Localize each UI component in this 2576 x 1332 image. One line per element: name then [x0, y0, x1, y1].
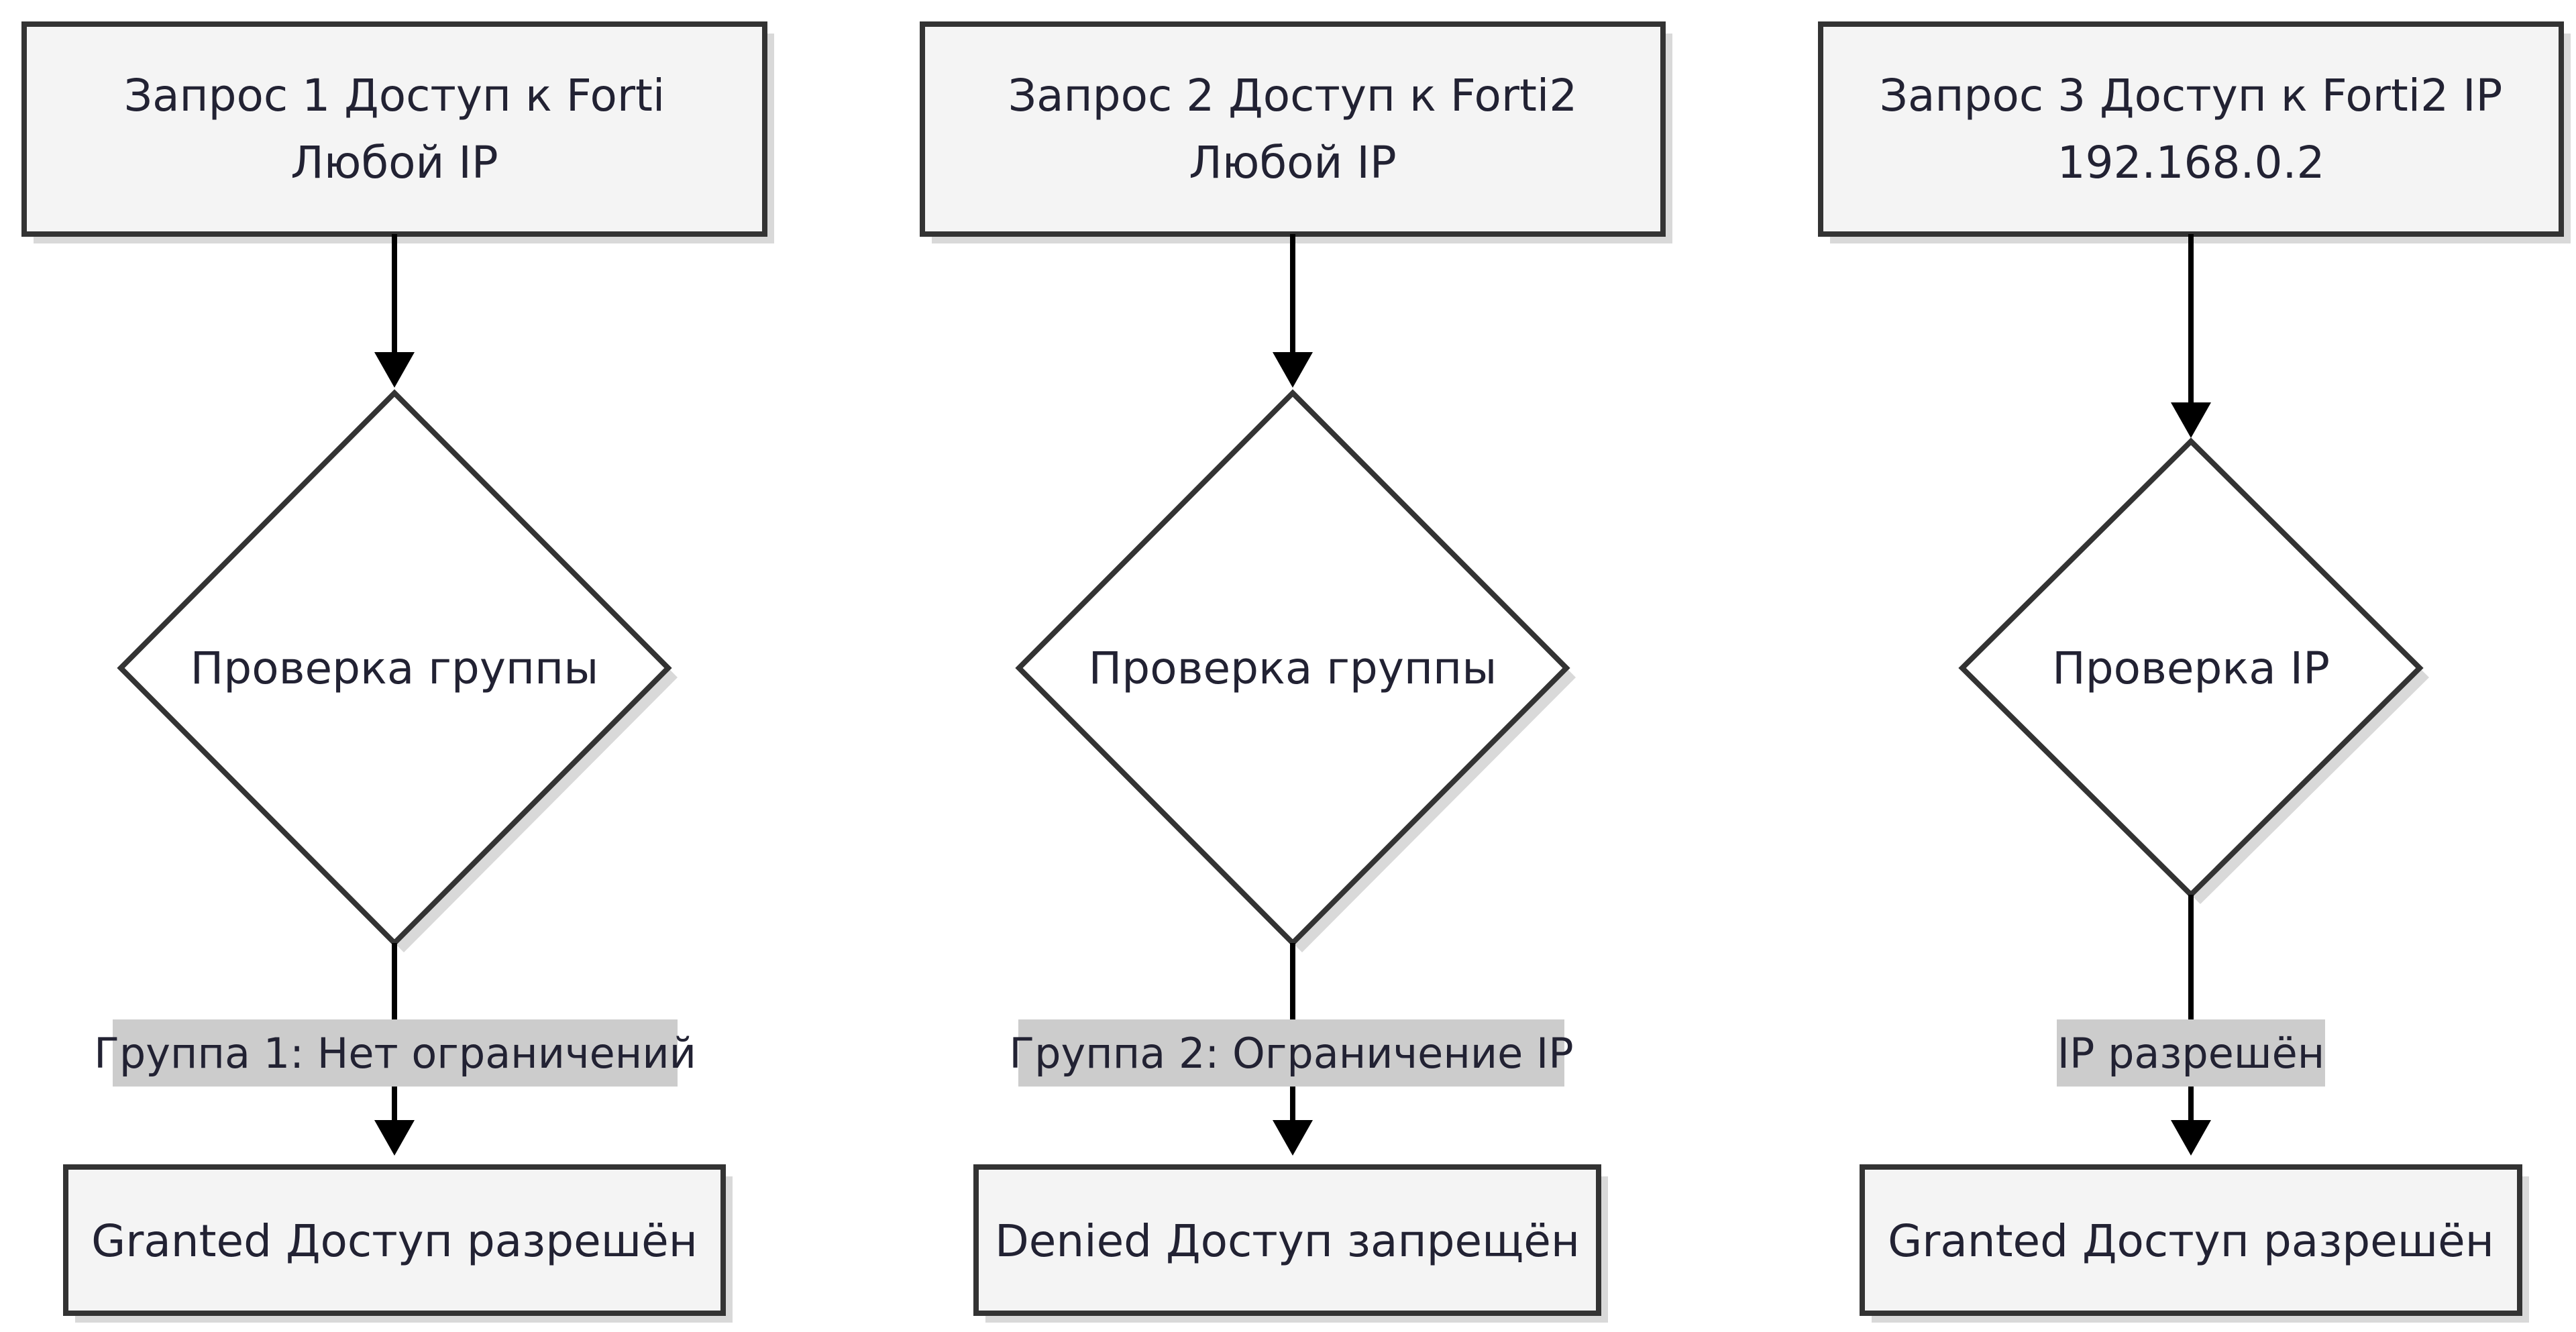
result-node-2: Denied Доступ запрещён: [973, 1164, 1608, 1323]
edge-label-1-bg: [113, 1019, 678, 1087]
request-1-line1: Запрос 1 Доступ к Forti: [124, 70, 665, 121]
result-node-3: Granted Доступ разрешён: [1860, 1164, 2529, 1323]
edge-label-2-bg: [1018, 1019, 1564, 1087]
request-2-line2: Любой IP: [1189, 137, 1396, 188]
request-node-1: Запрос 1 Доступ к Forti Любой IP: [21, 21, 774, 243]
edge-decision-to-result-3: IP разрешён: [2057, 895, 2325, 1156]
decision-node-3: Проверка IP: [1958, 437, 2429, 904]
decision-1-label: Проверка группы: [191, 643, 599, 694]
request-3-line2: 192.168.0.2: [2057, 137, 2325, 188]
decision-node-2: Проверка группы: [1015, 389, 1576, 952]
request-3-line1: Запрос 3 Доступ к Forti2 IP: [1880, 70, 2503, 121]
result-3-label: Granted Доступ разрешён: [1888, 1215, 2494, 1267]
request-node-2: Запрос 2 Доступ к Forti2 Любой IP: [920, 21, 1672, 243]
request-2-line1: Запрос 2 Доступ к Forti2: [1008, 70, 1577, 121]
edge-decision-to-result-2: Группа 2: Ограничение IP: [1009, 943, 1574, 1156]
edge-label-3: IP разрешён: [2057, 1029, 2325, 1078]
edge-decision-to-result-1: Группа 1: Нет ограничений: [94, 943, 696, 1156]
flow-2: Запрос 2 Доступ к Forti2 Любой IP Провер…: [920, 21, 1672, 1323]
edge-label-2: Группа 2: Ограничение IP: [1009, 1029, 1573, 1078]
edge-label-1: Группа 1: Нет ограничений: [94, 1029, 696, 1078]
decision-node-1: Проверка группы: [117, 389, 678, 952]
flow-3: Запрос 3 Доступ к Forti2 IP 192.168.0.2 …: [1818, 21, 2571, 1323]
result-2-label: Denied Доступ запрещён: [995, 1215, 1580, 1267]
edge-label-3-bg: [2057, 1019, 2325, 1087]
request-node-3: Запрос 3 Доступ к Forti2 IP 192.168.0.2: [1818, 21, 2571, 243]
result-node-1: Granted Доступ разрешён: [63, 1164, 733, 1323]
edge-request-to-decision-3: [2171, 234, 2211, 438]
edge-request-to-decision-2: [1273, 234, 1313, 388]
decision-3-label: Проверка IP: [2052, 643, 2330, 694]
edge-request-to-decision-1: [374, 234, 415, 388]
flow-1: Запрос 1 Доступ к Forti Любой IP Проверк…: [21, 21, 774, 1323]
decision-2-label: Проверка группы: [1089, 643, 1497, 694]
request-1-line2: Любой IP: [290, 137, 498, 188]
result-1-label: Granted Доступ разрешён: [91, 1215, 698, 1267]
